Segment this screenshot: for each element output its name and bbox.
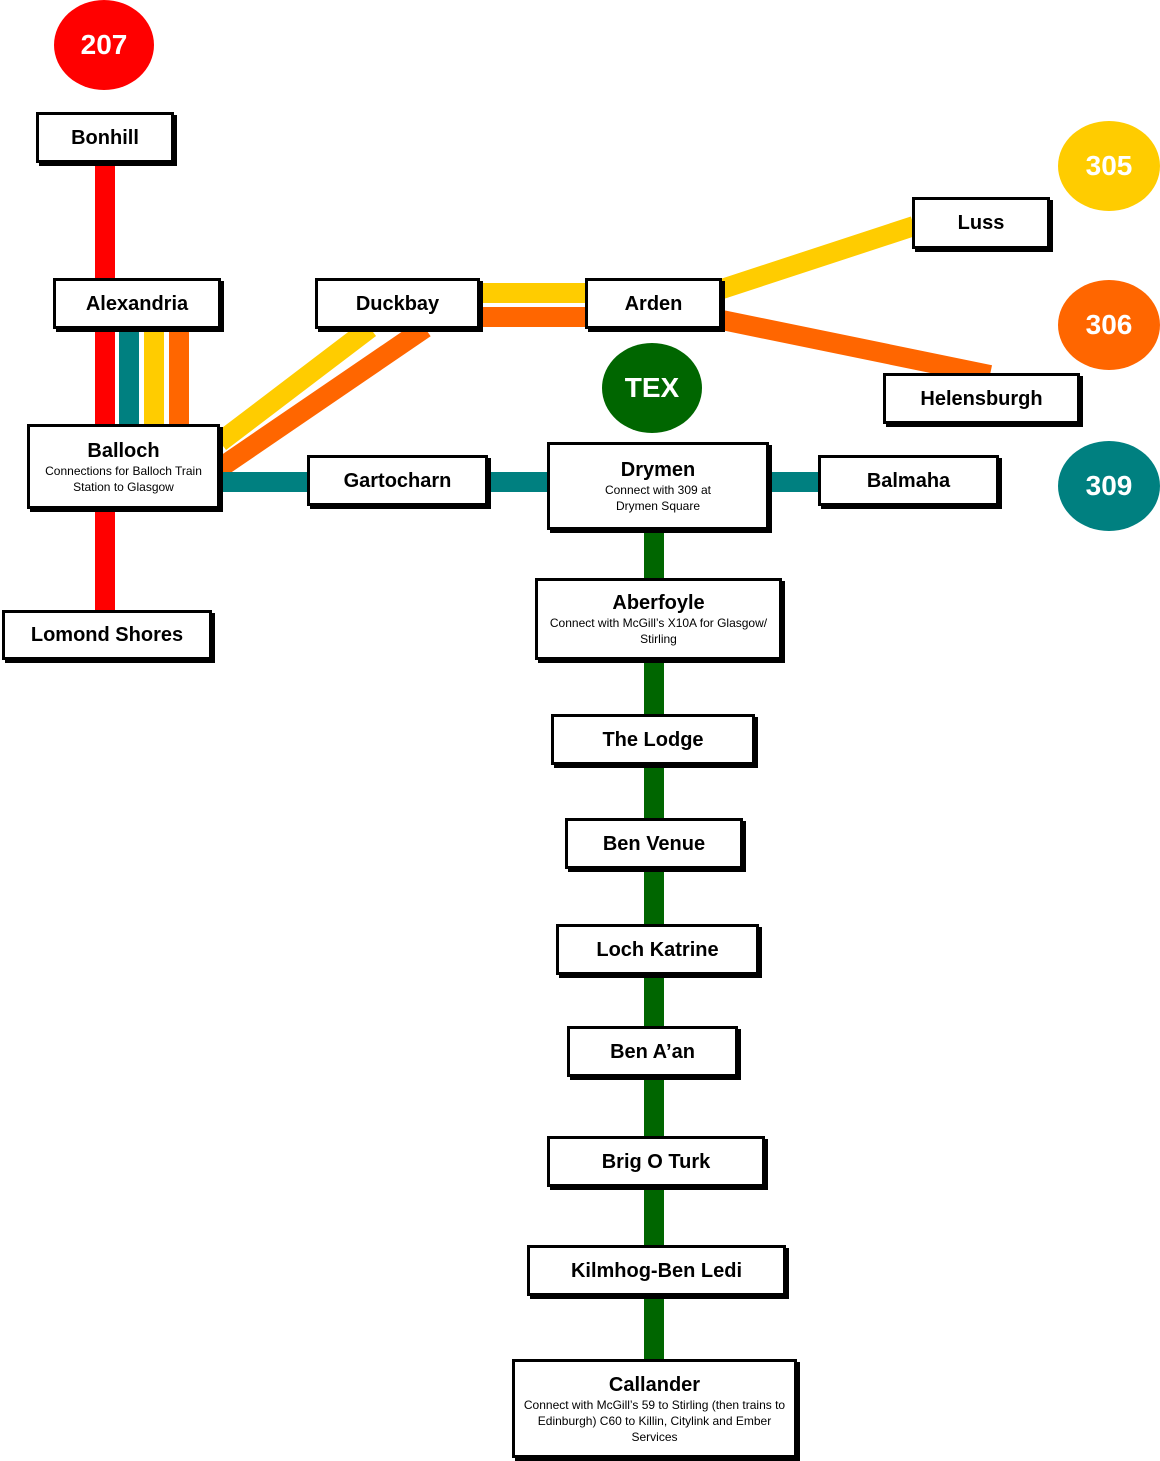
route-tex-label: TEX <box>624 372 680 403</box>
stop-callander: Callander Connect with McGill’s 59 to St… <box>512 1359 797 1458</box>
stop-ben-venue: Ben Venue <box>565 818 743 869</box>
stop-note: Connect with McGill’s 59 to Stirling (th… <box>523 1397 786 1444</box>
route-309-label: 309 <box>1085 470 1133 501</box>
stop-aberfoyle: Aberfoyle Connect with McGill’s X10A for… <box>535 578 782 660</box>
stop-balloch: Balloch Connections for Balloch Train St… <box>27 424 220 509</box>
stop-name: Aberfoyle <box>612 592 705 614</box>
stop-name: Gartocharn <box>343 469 452 492</box>
route-207-badge: 207 <box>54 0 154 90</box>
stop-arden: Arden <box>585 278 722 329</box>
stop-ben-aan: Ben A’an <box>567 1026 738 1077</box>
stop-brig-o-turk: Brig O Turk <box>547 1136 765 1187</box>
stop-bonhill: Bonhill <box>36 112 174 163</box>
stop-name: Balloch <box>87 439 160 462</box>
stop-name: Kilmhog-Ben Ledi <box>570 1259 743 1282</box>
stop-duckbay: Duckbay <box>315 278 480 329</box>
stop-loch-katrine: Loch Katrine <box>556 924 759 975</box>
stop-note: Connections for Balloch Train Station to… <box>45 463 202 494</box>
stop-balmaha: Balmaha <box>818 455 999 506</box>
stop-luss: Luss <box>912 197 1050 249</box>
route-306-badge: 306 <box>1058 280 1160 370</box>
stop-note: Connect with McGill’s X10A for Glasgow/ … <box>549 616 768 646</box>
route-305-badge: 305 <box>1058 121 1160 211</box>
route-306-label: 306 <box>1085 309 1133 340</box>
route-306-line <box>719 310 993 385</box>
stop-gartocharn: Gartocharn <box>307 455 488 506</box>
stop-name: Balmaha <box>866 469 951 492</box>
stop-drymen: Drymen Connect with 309 at Drymen Square <box>547 442 769 530</box>
stop-name: Loch Katrine <box>596 938 719 961</box>
route-207-label: 207 <box>80 29 128 60</box>
stop-name: Ben A’an <box>610 1040 695 1063</box>
route-309-badge: 309 <box>1058 441 1160 531</box>
route-tex-badge: TEX <box>602 343 702 433</box>
stop-alexandria: Alexandria <box>53 278 221 329</box>
stop-helensburgh: Helensburgh <box>883 373 1080 424</box>
stop-name: The Lodge <box>602 728 704 751</box>
stop-note: Connect with 309 at Drymen Square <box>604 483 712 513</box>
stop-the-lodge: The Lodge <box>551 714 755 765</box>
route-305-line <box>213 320 377 450</box>
stop-name: Arden <box>624 292 683 315</box>
stop-name: Alexandria <box>85 292 189 315</box>
stop-kilmhog-ben-ledi: Kilmhog-Ben Ledi <box>527 1245 786 1296</box>
route-305-label: 305 <box>1085 150 1133 181</box>
stop-name: Lomond Shores <box>30 624 184 646</box>
route-305-line <box>718 216 918 299</box>
route-306-line <box>214 319 431 477</box>
stop-name: Bonhill <box>71 126 139 149</box>
stop-lomond-shores: Lomond Shores <box>2 610 212 660</box>
stop-name: Helensburgh <box>920 387 1043 410</box>
stop-name: Luss <box>957 212 1005 234</box>
stop-name: Callander <box>608 1373 701 1396</box>
stop-name: Brig O Turk <box>601 1150 711 1173</box>
stop-name: Drymen <box>620 459 696 481</box>
stop-name: Duckbay <box>355 292 440 315</box>
stop-name: Ben Venue <box>602 832 706 855</box>
